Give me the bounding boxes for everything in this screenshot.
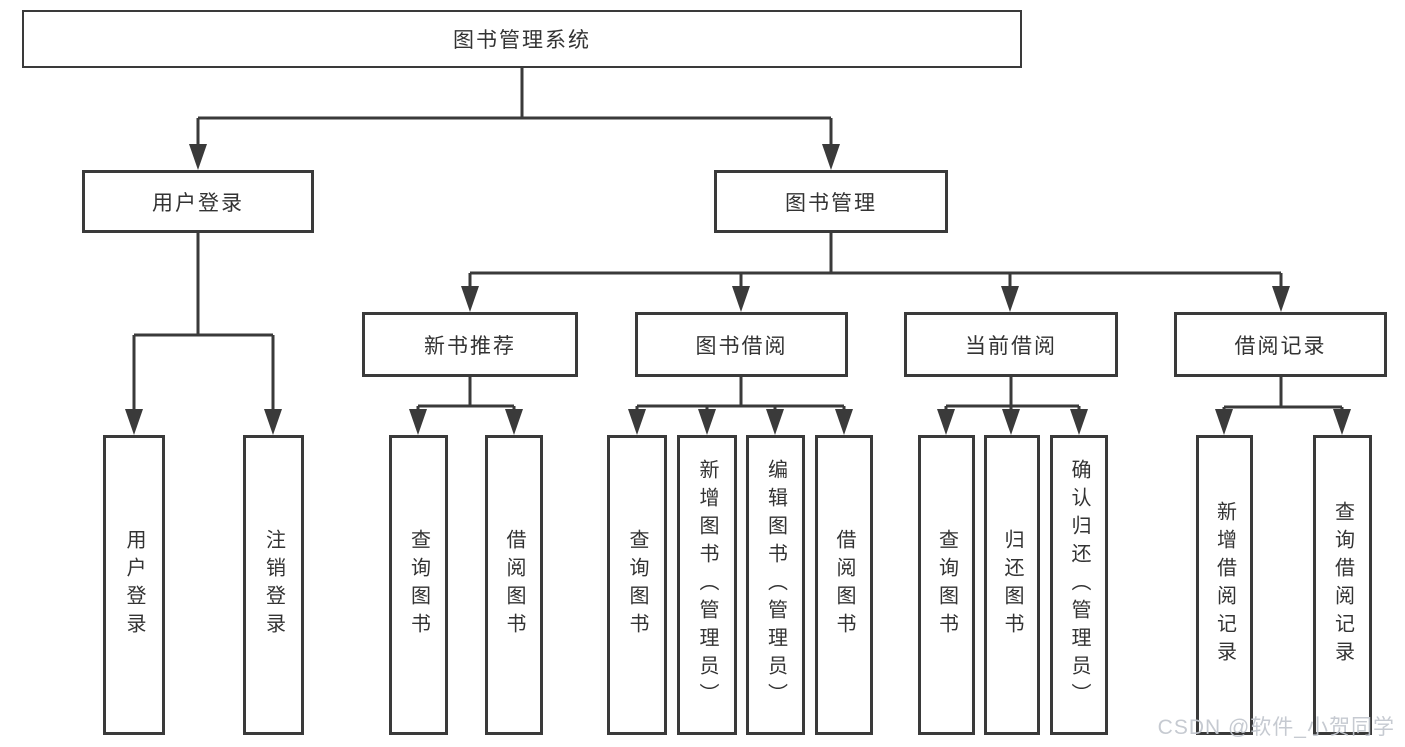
node-current-borrowing: 当前借阅	[904, 312, 1118, 377]
node-label: 借阅记录	[1234, 334, 1327, 358]
leaf-confirm-return-admin: 确认归还（管理员）	[1050, 435, 1108, 735]
node-label: 新增图书（管理员）	[696, 459, 718, 711]
node-label: 图书管理系统	[453, 29, 591, 52]
node-label: 新书推荐	[424, 334, 516, 358]
leaf-query-books-2: 查询图书	[607, 435, 667, 735]
node-label: 编辑图书（管理员）	[764, 459, 787, 711]
leaf-return-books: 归还图书	[984, 435, 1040, 735]
leaf-query-borrow-record: 查询借阅记录	[1313, 435, 1372, 735]
node-label: 图书借阅	[695, 334, 788, 358]
node-book-management: 图书管理	[714, 170, 948, 233]
leaf-add-books-admin: 新增图书（管理员）	[677, 435, 737, 735]
node-label: 查询图书	[935, 529, 958, 641]
node-label: 借阅图书	[833, 529, 855, 641]
node-label: 注销登录	[262, 529, 285, 641]
node-label: 用户登录	[152, 191, 244, 215]
node-label: 查询图书	[407, 529, 430, 641]
leaf-user-login: 用户登录	[103, 435, 165, 735]
node-label: 查询图书	[626, 529, 648, 641]
node-root-book-management-system: 图书管理系统	[22, 10, 1022, 68]
leaf-borrow-books-1: 借阅图书	[485, 435, 543, 735]
node-label: 新增借阅记录	[1213, 501, 1236, 669]
csdn-watermark: CSDN @软件_小贺同学	[1157, 716, 1395, 739]
node-label: 确认归还（管理员）	[1068, 459, 1090, 711]
node-label: 借阅图书	[503, 529, 525, 641]
leaf-query-books-3: 查询图书	[918, 435, 975, 735]
leaf-borrow-books-2: 借阅图书	[815, 435, 873, 735]
leaf-query-books-1: 查询图书	[389, 435, 448, 735]
node-label: 图书管理	[785, 191, 877, 215]
node-borrowing-records: 借阅记录	[1174, 312, 1387, 377]
node-user-login: 用户登录	[82, 170, 314, 233]
node-new-book-recommend: 新书推荐	[362, 312, 578, 377]
node-label: 归还图书	[1001, 529, 1023, 641]
leaf-edit-books-admin: 编辑图书（管理员）	[746, 435, 805, 735]
node-label: 查询借阅记录	[1331, 501, 1354, 669]
leaf-logout: 注销登录	[243, 435, 304, 735]
node-label: 当前借阅	[965, 334, 1057, 358]
leaf-add-borrow-record: 新增借阅记录	[1196, 435, 1253, 735]
node-book-borrowing: 图书借阅	[635, 312, 848, 377]
node-label: 用户登录	[123, 529, 145, 641]
